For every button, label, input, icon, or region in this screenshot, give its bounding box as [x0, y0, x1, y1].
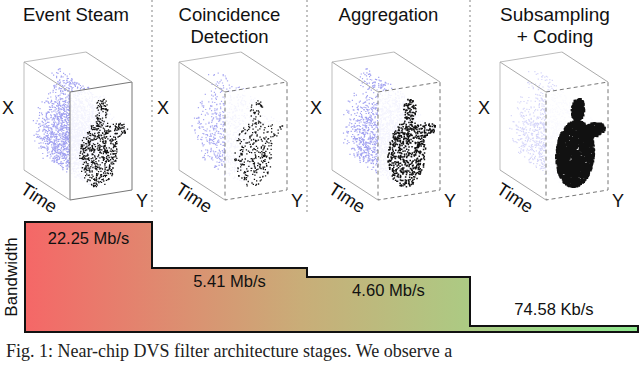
frame-slice	[378, 82, 440, 200]
event-cube	[179, 52, 287, 200]
event-cube	[24, 52, 132, 200]
axis-label: Time	[172, 179, 216, 217]
event-cube	[500, 52, 608, 200]
axis-label: X	[2, 98, 14, 118]
axis-label: X	[310, 98, 322, 118]
separator	[151, 0, 152, 215]
stage-title: Event Steam	[0, 4, 152, 26]
event-cubes	[24, 52, 608, 200]
frame-slice	[225, 82, 287, 200]
bandwidth-value: 4.60 Mb/s	[307, 281, 470, 301]
axis-label: Y	[612, 191, 624, 211]
stage-panel: Coincidence Detection	[152, 0, 307, 215]
bandwidth-value: 74.58 Kb/s	[470, 300, 638, 320]
axis-label: Y	[291, 191, 303, 211]
cube-edge	[24, 52, 132, 200]
axis-label: Y	[444, 191, 456, 211]
frame-events	[234, 101, 283, 186]
frame-slice	[70, 82, 132, 200]
frame-events	[555, 99, 606, 187]
frame-events	[79, 99, 128, 186]
axis-label: Y	[136, 191, 148, 211]
axis-label: Time	[325, 179, 369, 217]
cube-edge	[179, 52, 287, 200]
bandwidth-bar: 22.25 Mb/s	[25, 222, 152, 332]
bandwidth-bar: 5.41 Mb/s	[152, 268, 307, 332]
cube-edge	[500, 52, 608, 200]
axis-label: X	[157, 98, 169, 118]
stage-title: Subsampling + Coding	[493, 4, 618, 48]
axis-label: X	[478, 98, 490, 118]
frame-events	[387, 100, 436, 187]
event-cube	[332, 52, 440, 200]
bandwidth-bar: 4.60 Mb/s	[307, 277, 470, 332]
stage-title: Aggregation	[307, 4, 470, 26]
axis-label: Time	[493, 179, 537, 217]
separator	[306, 0, 307, 215]
bandwidth-bar: 74.58 Kb/s	[470, 300, 638, 326]
bandwidth-value: 22.25 Mb/s	[25, 228, 152, 248]
axis-title: Bandwidth	[2, 237, 22, 316]
stage-title: Coincidence Detection	[152, 4, 307, 48]
stage-panel: Event Steam	[0, 0, 152, 215]
bandwidth-steps	[25, 222, 638, 332]
stage-separators	[152, 0, 470, 215]
stage-panel: Subsampling + Coding	[470, 0, 640, 215]
stage-panel: Aggregation	[307, 0, 470, 215]
figure-caption: Fig. 1: Near-chip DVS filter architectur…	[6, 341, 452, 361]
cube-edge	[332, 52, 440, 200]
axis-label: Time	[17, 179, 61, 217]
frame-slice	[546, 82, 608, 200]
bandwidth-value: 5.41 Mb/s	[152, 272, 307, 292]
separator	[469, 0, 470, 215]
